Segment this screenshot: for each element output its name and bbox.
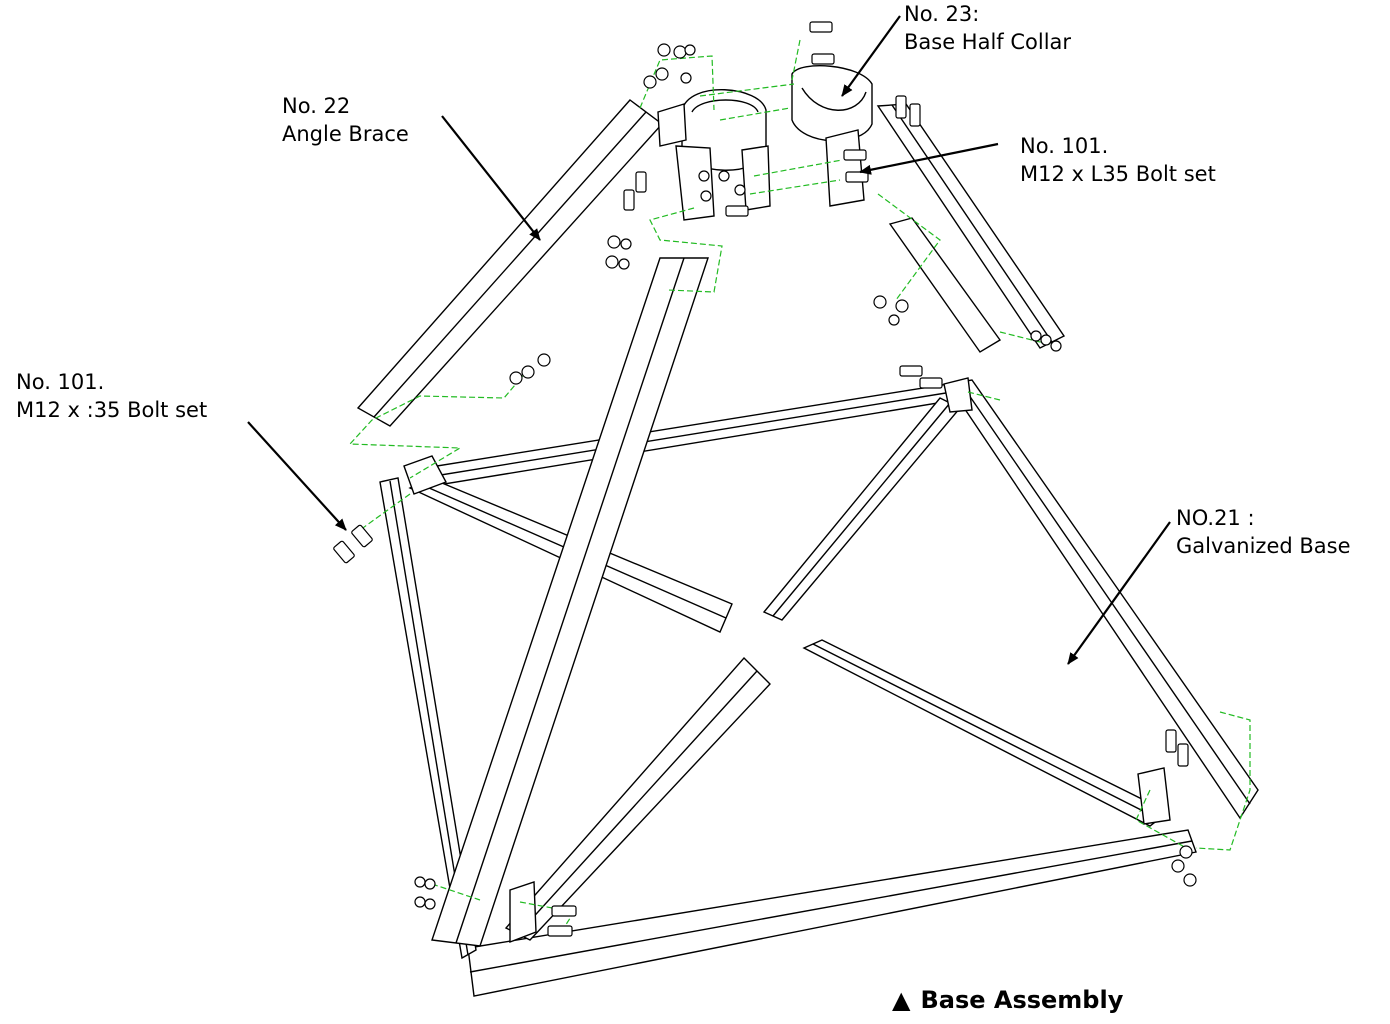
label-base: NO.21 : Galvanized Base	[1176, 504, 1351, 560]
fasteners	[333, 21, 1197, 937]
base-right-leg	[946, 379, 1259, 820]
label-angle-brace: No. 22 Angle Brace	[282, 92, 409, 148]
label-bolt-top-line2: M12 x L35 Bolt set	[1020, 162, 1216, 186]
half-collar-back	[791, 65, 873, 142]
figure-caption: ▲ Base Assembly	[892, 986, 1123, 1014]
caption-text: Base Assembly	[920, 986, 1124, 1014]
label-bolt-left-line2: M12 x :35 Bolt set	[16, 398, 208, 422]
gusset-bottom	[509, 881, 537, 944]
label-angle-brace-line2: Angle Brace	[282, 122, 409, 146]
gusset-left	[403, 455, 447, 495]
base-left-leg	[379, 477, 477, 960]
angle-brace-left	[356, 99, 664, 427]
leader-arrows	[247, 15, 1171, 665]
assembly-guide-lines	[348, 39, 1251, 935]
label-angle-brace-line1: No. 22	[282, 94, 351, 118]
label-collar: No. 23: Base Half Collar	[904, 0, 1071, 56]
gusset-corner-right	[1137, 767, 1171, 825]
label-base-line2: Galvanized Base	[1176, 534, 1351, 558]
arrow-angle-brace	[441, 115, 541, 241]
galvanized-base	[379, 257, 1259, 997]
label-bolt-left-line1: No. 101.	[16, 370, 105, 394]
base-bottom-channel	[467, 829, 1197, 997]
triangle-icon: ▲	[892, 986, 911, 1014]
cross-brace-lower-right	[802, 639, 1170, 827]
arrow-base	[1067, 521, 1171, 665]
half-collars	[657, 65, 873, 221]
arrow-bolt-top	[859, 142, 999, 175]
angle-brace-right-lower	[888, 217, 1002, 353]
label-bolt-top-line1: No. 101.	[1020, 134, 1109, 158]
label-bolt-left: No. 101. M12 x :35 Bolt set	[16, 368, 207, 424]
angle-braces	[356, 99, 1066, 427]
label-collar-line2: Base Half Collar	[904, 30, 1072, 54]
arrow-bolt-left	[247, 421, 347, 531]
label-base-line1: NO.21 :	[1176, 506, 1255, 530]
label-collar-line1: No. 23:	[904, 2, 980, 26]
arrow-collar	[841, 15, 901, 97]
label-bolt-top: No. 101. M12 x L35 Bolt set	[1020, 132, 1216, 188]
gusset-right	[943, 377, 973, 413]
